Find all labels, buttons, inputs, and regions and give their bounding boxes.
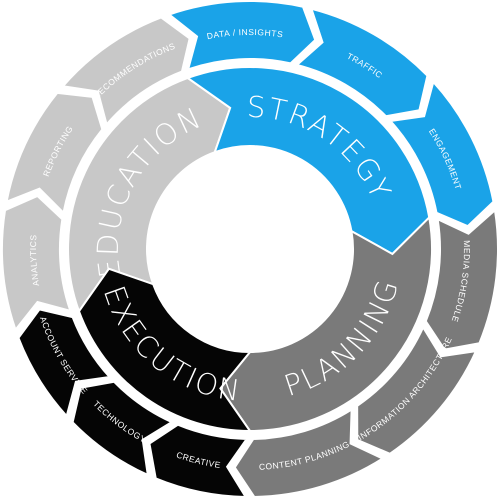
item-segment-reporting <box>5 91 104 215</box>
item-segment-information-architecture <box>356 325 478 455</box>
item-segment-engagement <box>388 79 495 228</box>
item-segment-technology <box>71 380 174 477</box>
sector-planning-band <box>219 215 434 433</box>
item-segment-data-insights <box>167 0 317 71</box>
item-segment-creative <box>148 423 249 498</box>
item-segment-content-planning <box>233 407 385 498</box>
item-segment-media-schedule <box>424 208 499 351</box>
sector-strategy-band <box>185 66 431 256</box>
item-segment-traffic <box>294 7 429 118</box>
item-segment-account-service <box>17 308 112 419</box>
item-segment-analytics <box>1 194 72 332</box>
sector-execution-band <box>77 267 253 433</box>
item-segment-recommendations <box>60 16 191 127</box>
